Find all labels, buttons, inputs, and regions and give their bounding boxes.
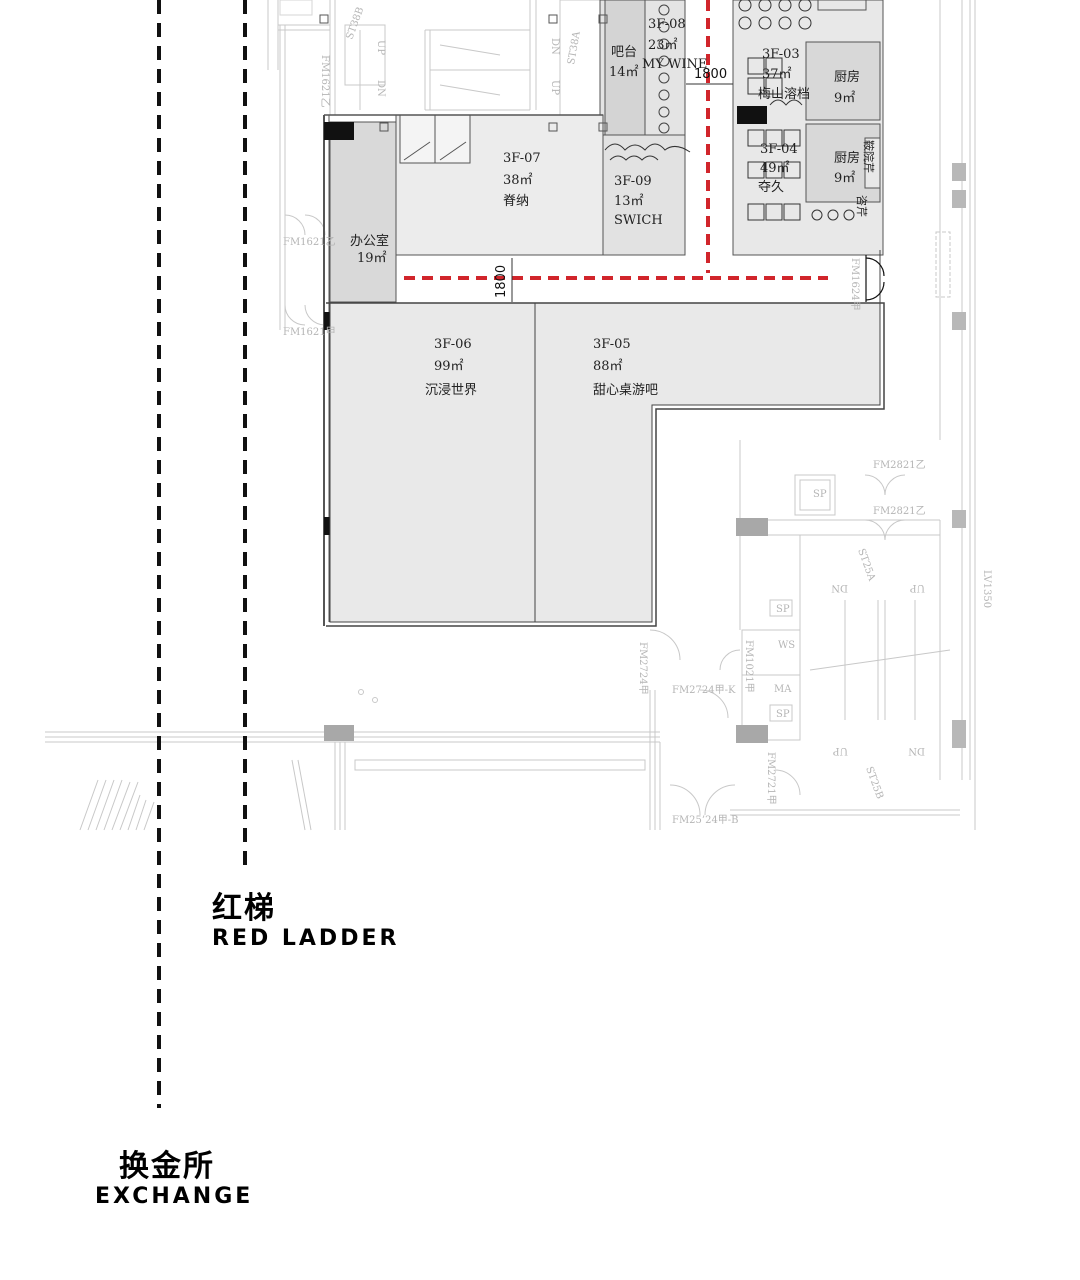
plan-labels: FM1621乙 FM1621甲 FM1624甲 FM2821乙 FM2821乙 …	[283, 6, 992, 826]
lower-rooms	[326, 250, 885, 627]
label-fm2724-a: FM2724甲	[637, 642, 648, 695]
label-dn-1: DN	[375, 80, 386, 97]
side-label-a: 鞍院芹	[862, 140, 876, 173]
label-fm2724-k: FM2724甲-K	[672, 685, 736, 696]
legend-red-ladder: 红梯 RED LADDER	[212, 892, 399, 952]
label-up-1: UP	[375, 40, 386, 55]
legend-exchange-cn: 换金所	[119, 1149, 215, 1184]
dimension-labels: 1800 1800	[494, 67, 727, 298]
plants	[604, 99, 803, 161]
room-3f-09-area: 13㎡	[614, 194, 644, 209]
room-3f-04-id: 3F-04	[760, 142, 798, 157]
room-bar-area: 14㎡	[609, 65, 639, 80]
room-3f-04-name: 夺久	[758, 180, 784, 195]
label-sp-1: SP	[813, 489, 827, 500]
label-fm1021: FM1021甲	[743, 640, 754, 693]
label-fm1621-b: FM1621甲	[283, 327, 336, 338]
room-3f-09-id: 3F-09	[614, 174, 652, 189]
room-labels: 3F-08 23㎡ MY WINE 吧台 14㎡ 3F-03 37㎡ 梅山溶档 …	[350, 17, 876, 398]
dimension-top: 1800	[694, 67, 727, 82]
room-3f-03-id: 3F-03	[762, 47, 800, 62]
office-name: 办公室	[350, 233, 389, 249]
red-ladder-route	[404, 0, 828, 280]
label-dn-3: DN	[831, 582, 848, 593]
room-3f-07-id: 3F-07	[503, 151, 541, 166]
label-fm1621-a: FM1621乙	[283, 236, 336, 248]
room-3f-07-name: 脊纳	[503, 194, 529, 209]
label-dn-2: DN	[549, 38, 560, 55]
room-3f-06-name: 沉浸世界	[425, 383, 477, 398]
label-up-3: UP	[910, 582, 925, 593]
label-lv: LV1350	[981, 570, 992, 608]
room-3f-08-id: 3F-08	[648, 17, 686, 32]
label-fm2821-a: FM2821乙	[873, 459, 926, 471]
label-up-4: UP	[833, 745, 848, 756]
room-3f-05-area: 88㎡	[593, 359, 623, 374]
right-architecture	[649, 0, 976, 830]
label-up-2: UP	[549, 80, 560, 95]
room-3f-03-area: 37㎡	[762, 67, 792, 82]
legend-exchange: 换金所 EXCHANGE	[95, 1150, 253, 1210]
kitchen-2-area: 9㎡	[834, 171, 855, 186]
room-3f-07-area: 38㎡	[503, 173, 533, 188]
label-fm2821-b: FM2821乙	[873, 505, 926, 517]
dimension-lines	[511, 83, 733, 302]
label-st25b: ST25B	[863, 765, 885, 800]
label-fm2524: FM25’24甲-B	[672, 815, 739, 826]
side-label-b: 咨芹	[855, 195, 869, 217]
background-architecture	[267, 0, 601, 330]
label-st25a: ST25A	[855, 547, 877, 583]
label-st38a: ST38A	[566, 30, 583, 66]
entrance-doors	[865, 255, 885, 302]
room-3f-08-name: MY WINE	[642, 57, 707, 72]
label-sp-2: SP	[776, 604, 790, 615]
room-3f-05-name: 甜心桌游吧	[593, 382, 658, 398]
label-st38b: ST38B	[344, 6, 366, 41]
kitchen-2-name: 厨房	[834, 150, 860, 166]
label-ma: MA	[774, 684, 792, 695]
label-fm2721: FM2721甲	[765, 752, 776, 805]
lower-corridor	[45, 689, 661, 831]
room-3f-08-area: 23㎡	[648, 38, 678, 53]
room-3f-05-id: 3F-05	[593, 337, 631, 352]
room-bar-name: 吧台	[611, 45, 637, 60]
room-3f-04-area: 49㎡	[760, 161, 790, 176]
label-ws: WS	[778, 640, 795, 651]
room-3f-03-name: 梅山溶档	[758, 87, 810, 102]
label-dn-4: DN	[908, 745, 925, 756]
room-3f-06-area: 99㎡	[434, 359, 464, 374]
legend-exchange-en: EXCHANGE	[95, 1184, 254, 1209]
legend-red-ladder-en: RED LADDER	[212, 926, 400, 951]
room-3f-09-name: SWICH	[614, 213, 663, 228]
room-3f-06-id: 3F-06	[434, 337, 472, 352]
kitchen-1-name: 厨房	[834, 69, 860, 85]
label-fm1624: FM1624甲	[849, 258, 860, 311]
office-area: 19㎡	[357, 251, 387, 266]
black-routes	[157, 0, 247, 1108]
legend-red-ladder-cn: 红梯	[212, 891, 276, 926]
dimension-mid: 1800	[494, 265, 509, 298]
label-fm1621-top: FM1621乙	[319, 55, 331, 108]
label-sp-3: SP	[776, 709, 790, 720]
kitchen-1-area: 9㎡	[834, 91, 855, 106]
